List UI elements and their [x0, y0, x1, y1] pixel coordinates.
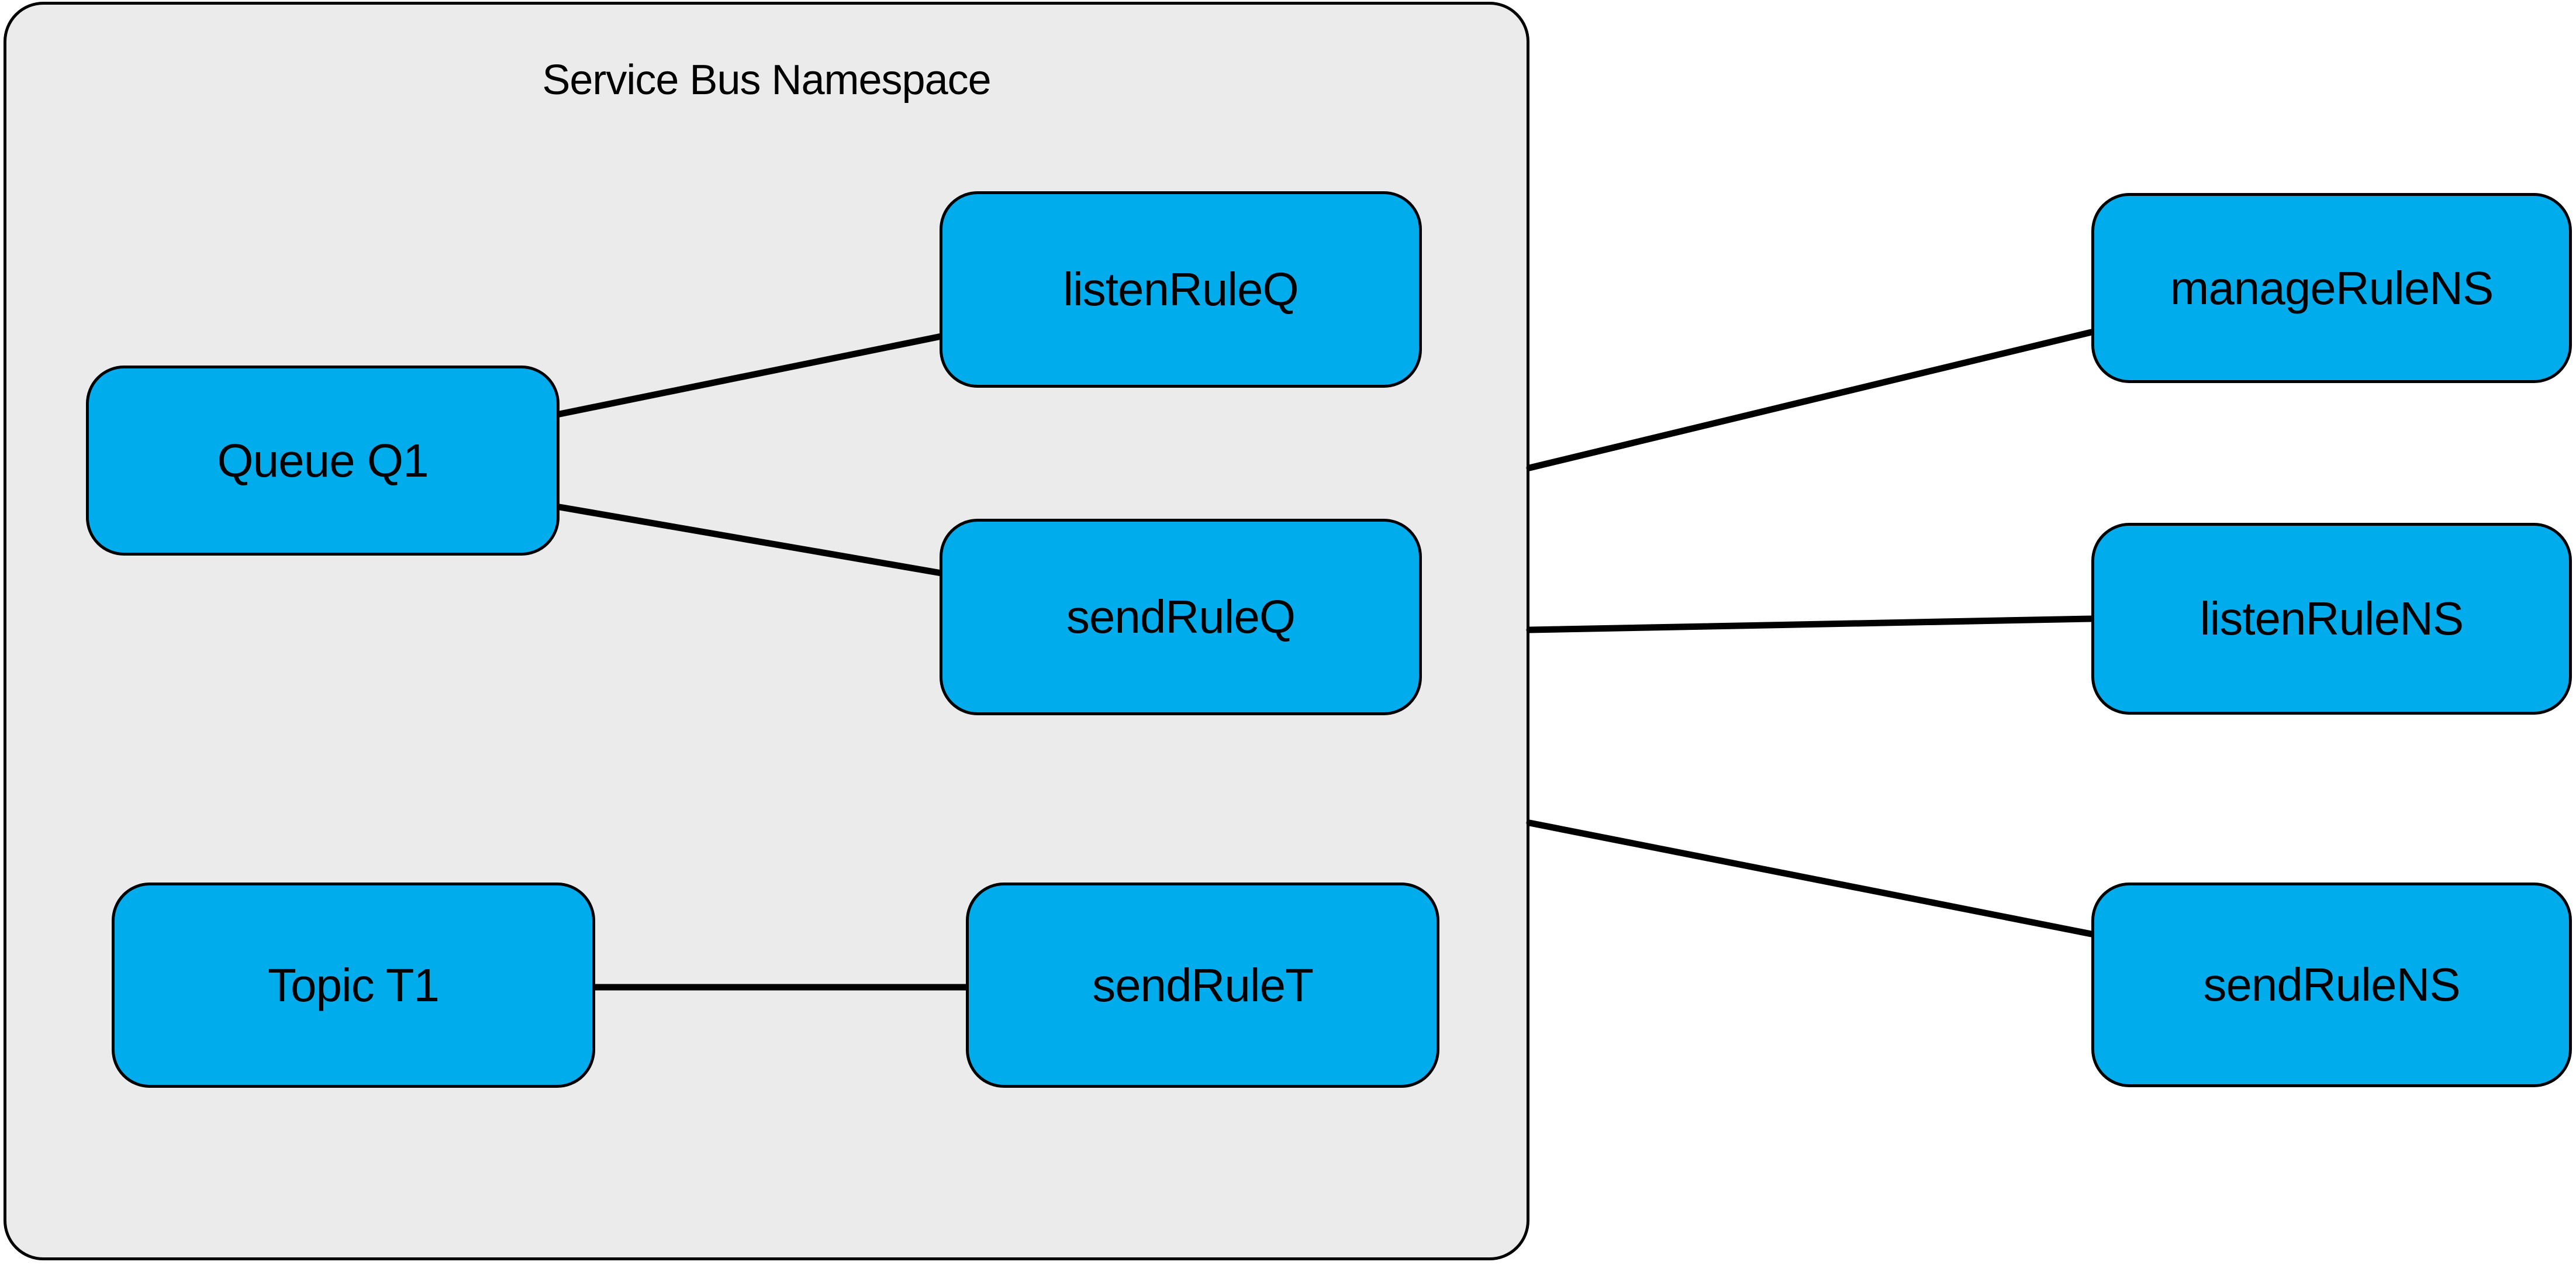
connector-namespace-to-listenrulens	[1526, 615, 2095, 633]
node-listenruleq: listenRuleQ	[940, 191, 1422, 388]
node-topic-t1-label: Topic T1	[268, 959, 440, 1011]
connector-namespace-to-managerulens	[1526, 329, 2095, 471]
node-sendrulet: sendRuleT	[966, 883, 1439, 1088]
node-queue-q1-label: Queue Q1	[217, 434, 429, 487]
node-topic-t1: Topic T1	[112, 883, 595, 1088]
node-queue-q1: Queue Q1	[86, 366, 560, 556]
node-managerulens-label: manageRuleNS	[2170, 261, 2494, 314]
node-managerulens: manageRuleNS	[2091, 193, 2572, 383]
node-sendrulens: sendRuleNS	[2091, 883, 2572, 1087]
connector-queue-q1-to-sendruleq	[556, 504, 945, 577]
node-sendrulet-label: sendRuleT	[1092, 959, 1314, 1011]
node-sendruleq: sendRuleQ	[940, 519, 1422, 715]
node-sendrulens-label: sendRuleNS	[2203, 959, 2460, 1011]
connector-namespace-to-sendrulens	[1526, 819, 2095, 937]
node-sendruleq-label: sendRuleQ	[1066, 591, 1296, 643]
node-listenrulens: listenRuleNS	[2091, 523, 2572, 715]
namespace-title: Service Bus Namespace	[542, 57, 991, 104]
connector-queue-q1-to-listenruleq	[556, 333, 945, 418]
node-listenrulens-label: listenRuleNS	[2199, 592, 2464, 644]
node-listenruleq-label: listenRuleQ	[1063, 263, 1299, 315]
